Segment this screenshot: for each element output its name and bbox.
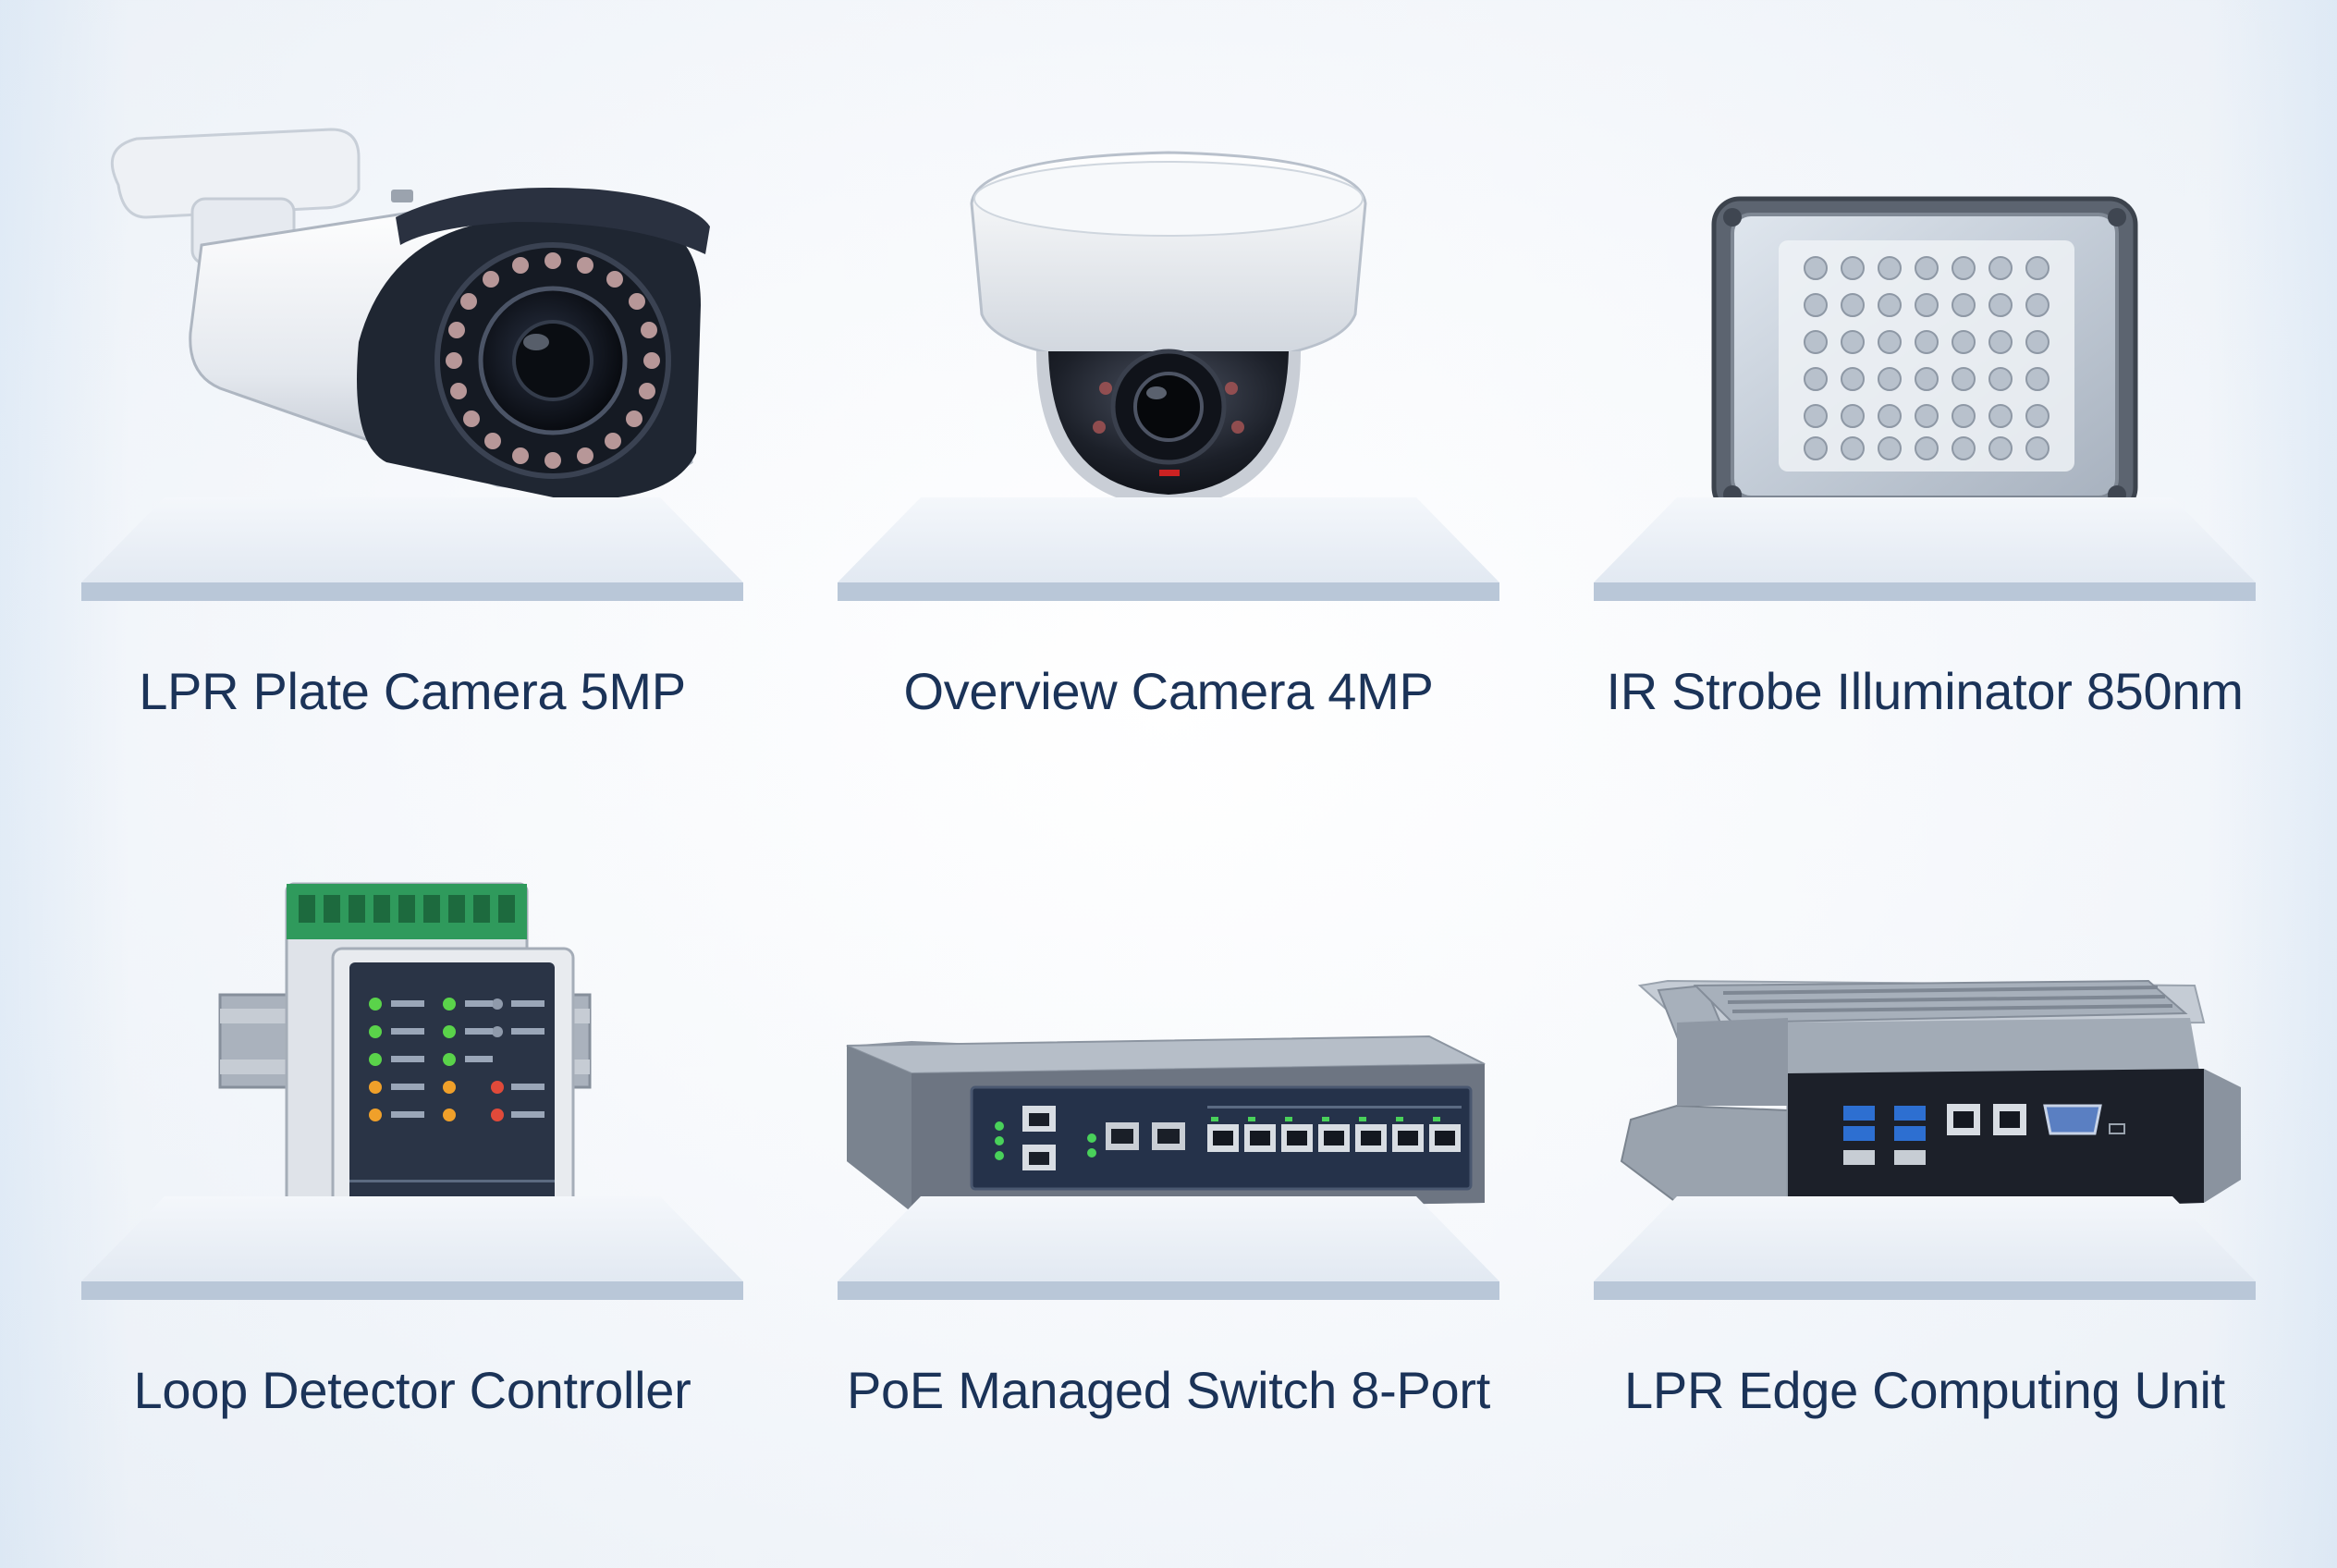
product-card-lpr-plate-camera[interactable]: LPR Plate Camera 5MP [81, 0, 743, 777]
dome-camera-icon [838, 0, 1499, 518]
product-card-loop-detector[interactable]: Loop Detector Controller [81, 699, 743, 1476]
display-shelf [1594, 1196, 2256, 1307]
left-edge-glow [0, 0, 129, 1568]
display-shelf [838, 1196, 1499, 1307]
product-label: PoE Managed Switch 8-Port [847, 1361, 1490, 1419]
product-label: Overview Camera 4MP [903, 662, 1434, 720]
bullet-camera-icon [81, 0, 743, 518]
product-label: Loop Detector Controller [133, 1361, 691, 1419]
display-shelf [81, 1196, 743, 1307]
ir-illuminator-icon [1594, 0, 2256, 518]
edge-computer-icon [1594, 699, 2256, 1217]
loop-detector-icon [81, 699, 743, 1217]
product-label: LPR Plate Camera 5MP [139, 662, 686, 720]
display-shelf [81, 497, 743, 608]
product-card-overview-camera[interactable]: Overview Camera 4MP [838, 0, 1499, 777]
product-label: LPR Edge Computing Unit [1624, 1361, 2225, 1419]
network-switch-icon [838, 699, 1499, 1217]
right-edge-glow [2208, 0, 2337, 1568]
product-label: IR Strobe Illuminator 850nm [1606, 662, 2244, 720]
display-shelf [838, 497, 1499, 608]
display-shelf [1594, 497, 2256, 608]
product-card-poe-switch[interactable]: PoE Managed Switch 8-Port [838, 699, 1499, 1476]
product-card-ir-illuminator[interactable]: IR Strobe Illuminator 850nm [1594, 0, 2256, 777]
product-card-edge-computer[interactable]: LPR Edge Computing Unit [1594, 699, 2256, 1476]
